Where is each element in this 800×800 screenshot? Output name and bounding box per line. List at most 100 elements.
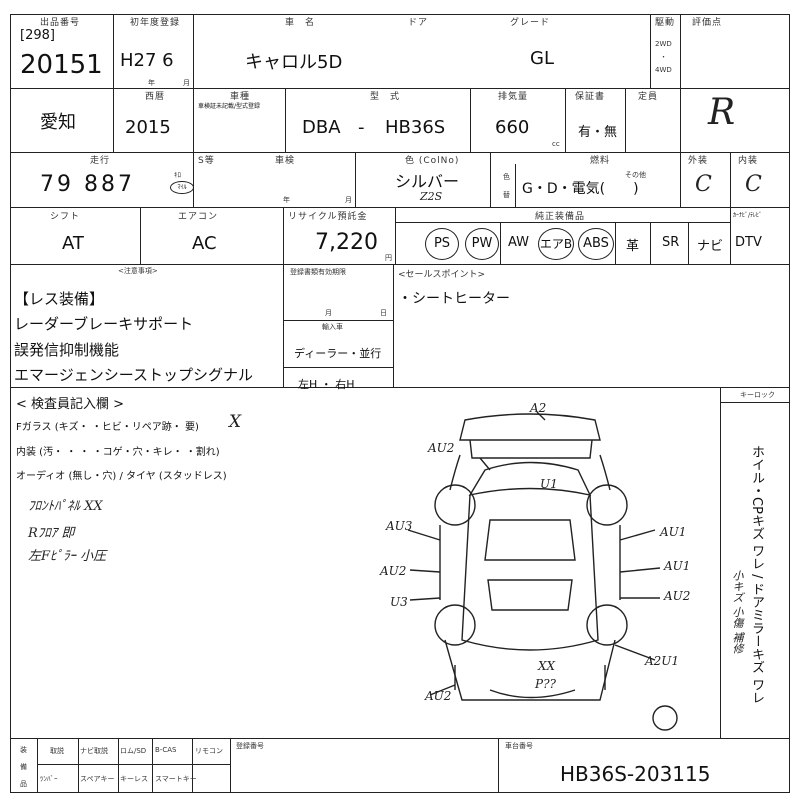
handle-value: 左H ・ 右H bbox=[298, 378, 355, 391]
mileage: 79 887 bbox=[40, 172, 135, 197]
equip-ps: PS bbox=[425, 228, 459, 260]
mark-au3: AU3 bbox=[385, 519, 413, 533]
equip-dtv: DTV bbox=[735, 235, 762, 250]
regtype-small: 車検証未記載/型式登録 bbox=[198, 103, 261, 110]
grade: GL bbox=[530, 48, 554, 69]
cc-label: 排気量 bbox=[498, 92, 529, 102]
model-dash: - bbox=[358, 117, 365, 138]
inspection-label: 車検 bbox=[275, 156, 296, 166]
lot-code: [298] bbox=[20, 28, 55, 43]
footer-label-a: 装 bbox=[20, 746, 27, 754]
mileage-unit-km: ｷﾛ bbox=[174, 171, 181, 179]
chassis-label: 車台番号 bbox=[505, 742, 533, 750]
drive-4wd: 4WD bbox=[655, 66, 672, 74]
footer-bcas: B-CAS bbox=[155, 746, 177, 754]
interior-grade: C bbox=[745, 172, 762, 197]
mark-au2-bottom: AU2 bbox=[424, 689, 451, 703]
exterior-label: 外装 bbox=[688, 156, 709, 166]
mark-au2-top: AU2 bbox=[427, 441, 454, 455]
drive-label: 駆動 bbox=[655, 18, 676, 28]
equip-navi: ナビ bbox=[697, 239, 724, 254]
inspection-month: 月 bbox=[345, 196, 352, 204]
import-value: ディーラー・並行 bbox=[294, 347, 382, 360]
footer-rom-sd: ロム/SD bbox=[120, 747, 147, 755]
mileage-unit-mile: ﾏｲﾙ bbox=[170, 181, 194, 194]
capacity-label: 定員 bbox=[638, 92, 659, 102]
sales-point: ・シートヒーター bbox=[398, 291, 510, 307]
ac: AC bbox=[192, 233, 217, 254]
footer-remote: リモコン bbox=[195, 747, 223, 755]
recycle-label: リサイクル預託金 bbox=[288, 212, 368, 222]
chassis-number: HB36S-203115 bbox=[560, 762, 711, 786]
equip-abs: ABS bbox=[578, 228, 614, 260]
option-label: ｶｰﾅﾋﾞ/ﾃﾚﾋﾞ bbox=[733, 212, 763, 219]
notes-line-2: レーダーブレーキサポート bbox=[14, 315, 194, 333]
mark-a2u1: A2U1 bbox=[644, 654, 679, 668]
area: 愛知 bbox=[40, 112, 76, 133]
shift-label: シフト bbox=[50, 212, 81, 222]
month-unit: 月 bbox=[183, 79, 190, 87]
inspector-interior: 内装 (汚・ ・ ・ ・コゲ・穴・キレ・ ・割れ) bbox=[16, 447, 220, 458]
equip-sr: SR bbox=[662, 235, 680, 250]
color-label: 色 (ColNo) bbox=[405, 156, 460, 166]
sales-label: <セールスポイント> bbox=[398, 270, 486, 280]
color-change-2: 替 bbox=[503, 191, 510, 199]
year-label: 西暦 bbox=[145, 92, 166, 102]
lot-number: 20151 bbox=[20, 50, 103, 80]
car-name-label: 車 名 bbox=[285, 18, 316, 28]
reg-no-label: 登録番号 bbox=[236, 742, 264, 750]
equip-leather: 革 bbox=[626, 239, 640, 254]
exterior-grade: C bbox=[695, 172, 712, 197]
notes-line-4: エマージェンシーストップシグナル bbox=[14, 366, 253, 384]
mileage-label: 走行 bbox=[90, 156, 111, 166]
side-note-2: 小キズ 小傷 補修 bbox=[731, 570, 744, 654]
mark-au2-right: AU2 bbox=[663, 589, 690, 603]
inspection-year: 年 bbox=[283, 196, 290, 204]
footer-two-number: ﾂﾝﾊﾞｰ bbox=[40, 775, 58, 783]
ac-label: エアコン bbox=[178, 212, 219, 222]
equip-aw: AW bbox=[508, 235, 530, 250]
hand-note-1: ﾌﾛﾝﾄﾊﾟﾈﾙ XX bbox=[28, 499, 103, 514]
color-no: Z2S bbox=[420, 190, 443, 203]
score-value: R bbox=[708, 92, 736, 133]
fuel: G・D・電気( ) bbox=[522, 181, 639, 197]
grade-label: グレード bbox=[510, 18, 551, 28]
notes-line-1: 【レス装備】 bbox=[14, 290, 105, 308]
footer-label-c: 品 bbox=[20, 780, 27, 788]
mark-u1: U1 bbox=[540, 477, 558, 491]
inspector-audio: オーディオ (無し・穴) / タイヤ (スタッドレス) bbox=[16, 471, 227, 482]
footer-spare-key: スペアキー bbox=[80, 775, 115, 783]
footer-smart-key: スマートキー bbox=[155, 775, 197, 783]
model: HB36S bbox=[385, 117, 446, 138]
mark-au1-right: AU1 bbox=[663, 559, 690, 573]
door-label: ドア bbox=[408, 18, 429, 28]
doc-day: 日 bbox=[380, 309, 387, 317]
recycle: 7,220 bbox=[315, 230, 378, 255]
regtype-label: 車種 bbox=[230, 92, 251, 102]
model-label: 型 式 bbox=[370, 92, 401, 102]
year-unit: 年 bbox=[148, 79, 155, 87]
color: シルバー bbox=[395, 172, 460, 191]
fuel-label: 燃料 bbox=[590, 156, 611, 166]
footer-keyless: キーレス bbox=[120, 775, 148, 783]
lot-label: 出品番号 bbox=[40, 18, 81, 28]
mark-au2-left: AU2 bbox=[379, 564, 406, 578]
score-label: 評価点 bbox=[692, 18, 723, 28]
docs-label: 登録書類有効期限 bbox=[290, 268, 346, 276]
model-prefix: DBA bbox=[302, 117, 341, 138]
drive-2wd: 2WD bbox=[655, 40, 672, 48]
mark-au1: AU1 bbox=[659, 525, 686, 539]
inspector-glass: Fガラス (キズ・ ・ヒビ・リペア跡・ 要) bbox=[16, 422, 199, 433]
inspector-title: < 検査員記入欄 > bbox=[16, 397, 125, 412]
footer-manual: 取説 bbox=[50, 747, 64, 755]
footer-navi-manual: ナビ取説 bbox=[80, 747, 108, 755]
fuel-other: その他 bbox=[625, 171, 646, 179]
side-note: ホイル・CPキズ ワレ / ドアミラーキズ ワレ bbox=[749, 445, 764, 704]
drive-dot: ・ bbox=[660, 53, 667, 61]
cc: 660 bbox=[495, 117, 530, 138]
warranty: 有・無 bbox=[578, 125, 618, 140]
notes-label: <注意事項> bbox=[118, 267, 158, 275]
mark-a2: A2 bbox=[529, 401, 546, 415]
inspector-glass-mark: X bbox=[229, 412, 242, 432]
